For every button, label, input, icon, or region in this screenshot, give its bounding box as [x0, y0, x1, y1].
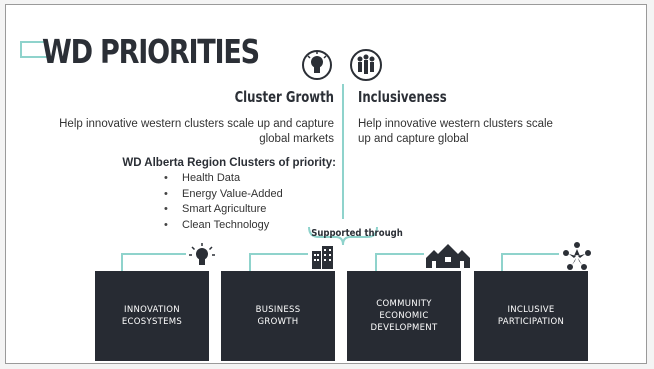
list-item: Smart Agriculture — [164, 202, 283, 218]
buildings-icon — [312, 246, 333, 269]
people-icon — [563, 242, 591, 270]
box-label: INCLUSIVE PARTICIPATION — [497, 305, 565, 327]
list-item: Health Data — [164, 171, 283, 187]
business-growth-box: BUSINESS GROWTH — [221, 271, 335, 361]
list-item: Clean Technology — [164, 218, 283, 234]
box-label: INNOVATION ECOSYSTEMS — [121, 305, 183, 327]
page-title: WD PRIORITIES — [42, 32, 260, 71]
box-label: BUSINESS GROWTH — [255, 305, 301, 327]
clusters-list: Health Data Energy Value-Added Smart Agr… — [164, 171, 283, 233]
box-label: COMMUNITY ECONOMIC DEVELOPMENT — [370, 299, 438, 333]
inclusiveness-description: Help innovative western clusters scale u… — [358, 118, 553, 145]
innovation-ecosystems-box: INNOVATION ECOSYSTEMS — [95, 271, 209, 361]
supported-through-label: Supported through — [311, 228, 403, 239]
inclusiveness-heading: Inclusiveness — [358, 88, 447, 106]
people-icon — [350, 49, 382, 81]
lightbulb-icon — [189, 243, 215, 265]
slide: WD PRIORITIES Cluster Growth Inclusivene… — [5, 4, 647, 364]
cluster-growth-description: Help innovative western clusters scale u… — [59, 118, 334, 145]
inclusive-participation-box: INCLUSIVE PARTICIPATION — [474, 271, 588, 361]
community-economic-development-box: COMMUNITY ECONOMIC DEVELOPMENT — [347, 271, 461, 361]
list-item: Energy Value-Added — [164, 187, 283, 203]
cluster-growth-heading: Cluster Growth — [234, 88, 334, 106]
clusters-title: WD Alberta Region Clusters of priority: — [122, 157, 336, 169]
houses-icon — [426, 244, 470, 268]
lightbulb-icon — [302, 50, 332, 80]
